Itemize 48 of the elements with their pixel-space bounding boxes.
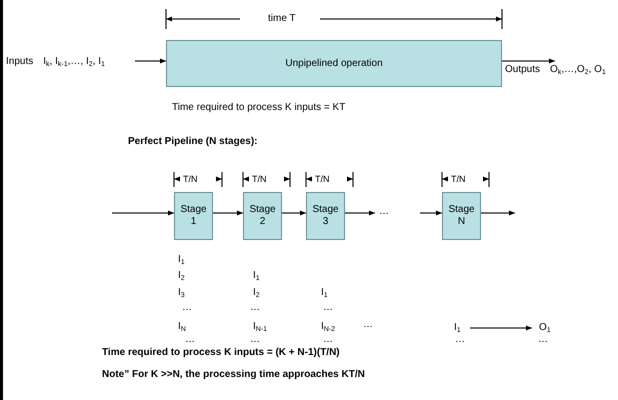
ellipsis: … (363, 319, 373, 331)
process-box: Unpipelined operation (166, 40, 502, 87)
ellipsis: … (538, 334, 548, 346)
arrow (502, 58, 556, 64)
input-label: I$_{3}$ (178, 287, 185, 299)
stage-box: Stage 3 (306, 192, 345, 240)
input-sequence-label: Inputs (6, 56, 34, 68)
arrow (112, 210, 174, 216)
arrow (470, 326, 532, 330)
output-sequence-label: O$_{k}$,…,O$_{2}$, O$_{1}$ (550, 64, 606, 76)
note-text: Time required to process K inputs = KT (172, 102, 346, 114)
formula-text: Time required to process K inputs = (K + N-1)(T/N) (102, 347, 340, 359)
input-label: I$_{1}$ (178, 254, 185, 266)
input-label: I$_{N}$ (178, 321, 186, 333)
dimension-label: T/N (450, 173, 466, 185)
ellipsis: … (250, 334, 260, 346)
dimension-label: T/N (182, 173, 198, 185)
dimension-label: time T (268, 13, 296, 25)
stage-box: Stage 2 (243, 192, 282, 240)
input-label: I$_{2}$ (178, 270, 185, 282)
arrow (282, 210, 306, 216)
output-sequence-label: Outputs (505, 64, 540, 76)
ellipsis: … (323, 302, 333, 314)
ellipsis: … (250, 302, 260, 314)
output-label: O$_{1}$ (539, 322, 551, 334)
stage-box: Stage N (442, 192, 481, 240)
ellipsis: … (185, 334, 195, 346)
arrow (134, 58, 166, 64)
arrow (480, 210, 516, 216)
ellipsis: … (379, 206, 389, 218)
input-label: I$_{2}$ (253, 287, 260, 299)
dimension-label: T/N (314, 173, 330, 185)
input-label: I$_{N-1}$ (253, 321, 268, 333)
ellipsis: … (182, 302, 192, 314)
arrow (344, 210, 376, 216)
input-label: I$_{1}$ (321, 287, 328, 299)
section-heading: Perfect Pipeline (N stages): (128, 136, 258, 148)
note-text: Note” For K >>N, the processing time approaches KT/N (102, 369, 365, 381)
input-label: I$_{1}$ (253, 270, 260, 282)
arrow (420, 210, 442, 216)
input-sequence-label: I$_{k}$, I$_{k-1}$,…, I$_{2}$, I$_{1}$ (43, 56, 105, 68)
ellipsis: … (323, 334, 333, 346)
arrow (212, 210, 244, 216)
ellipsis: … (455, 334, 465, 346)
stage-box: Stage 1 (174, 192, 213, 240)
input-label: I$_{1}$ (454, 322, 461, 334)
input-label: I$_{N-2}$ (321, 321, 336, 333)
dimension-label: T/N (251, 173, 268, 185)
